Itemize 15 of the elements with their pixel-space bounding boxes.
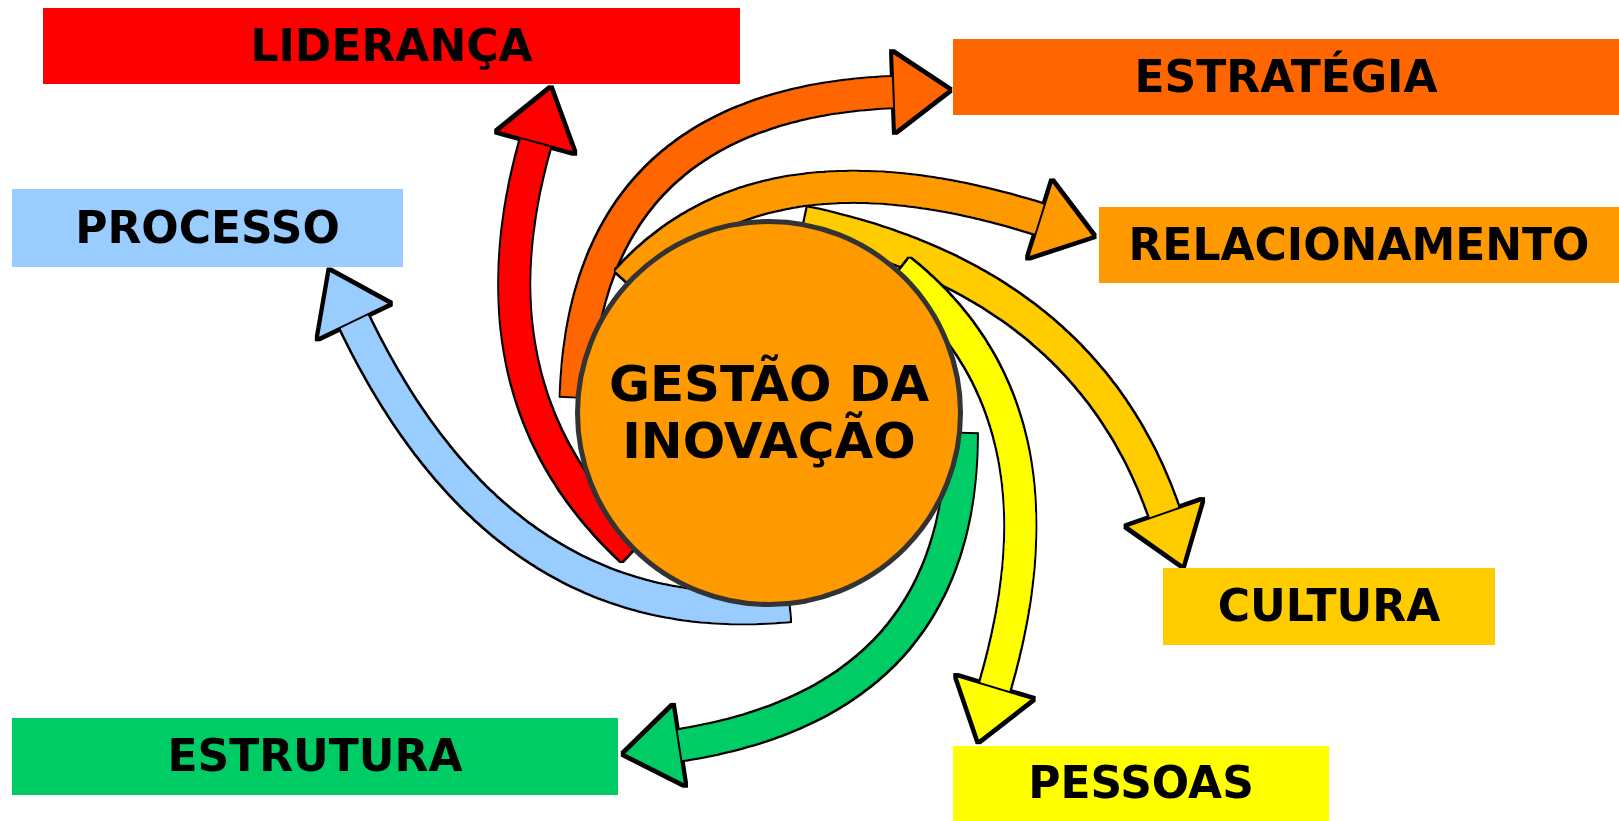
banner-label: PROCESSO [75, 202, 340, 254]
label-banner [1163, 568, 1495, 645]
label-banner [953, 39, 1619, 115]
label-banner [43, 8, 740, 84]
banner-label: CULTURA [1217, 581, 1441, 632]
banner-label: ESTRUTURA [167, 731, 463, 782]
banner-label: RELACIONAMENTO [1128, 219, 1590, 271]
center-title: GESTÃO DA INOVAÇÃO [607, 355, 931, 471]
label-banner [12, 189, 403, 267]
label-banner [953, 746, 1329, 821]
label-banner [1099, 207, 1619, 283]
banner-label: LIDERANÇA [250, 20, 533, 72]
banner-label: ESTRATÉGIA [1134, 51, 1438, 103]
label-banner [12, 718, 618, 795]
banner-label: PESSOAS [1028, 758, 1254, 809]
